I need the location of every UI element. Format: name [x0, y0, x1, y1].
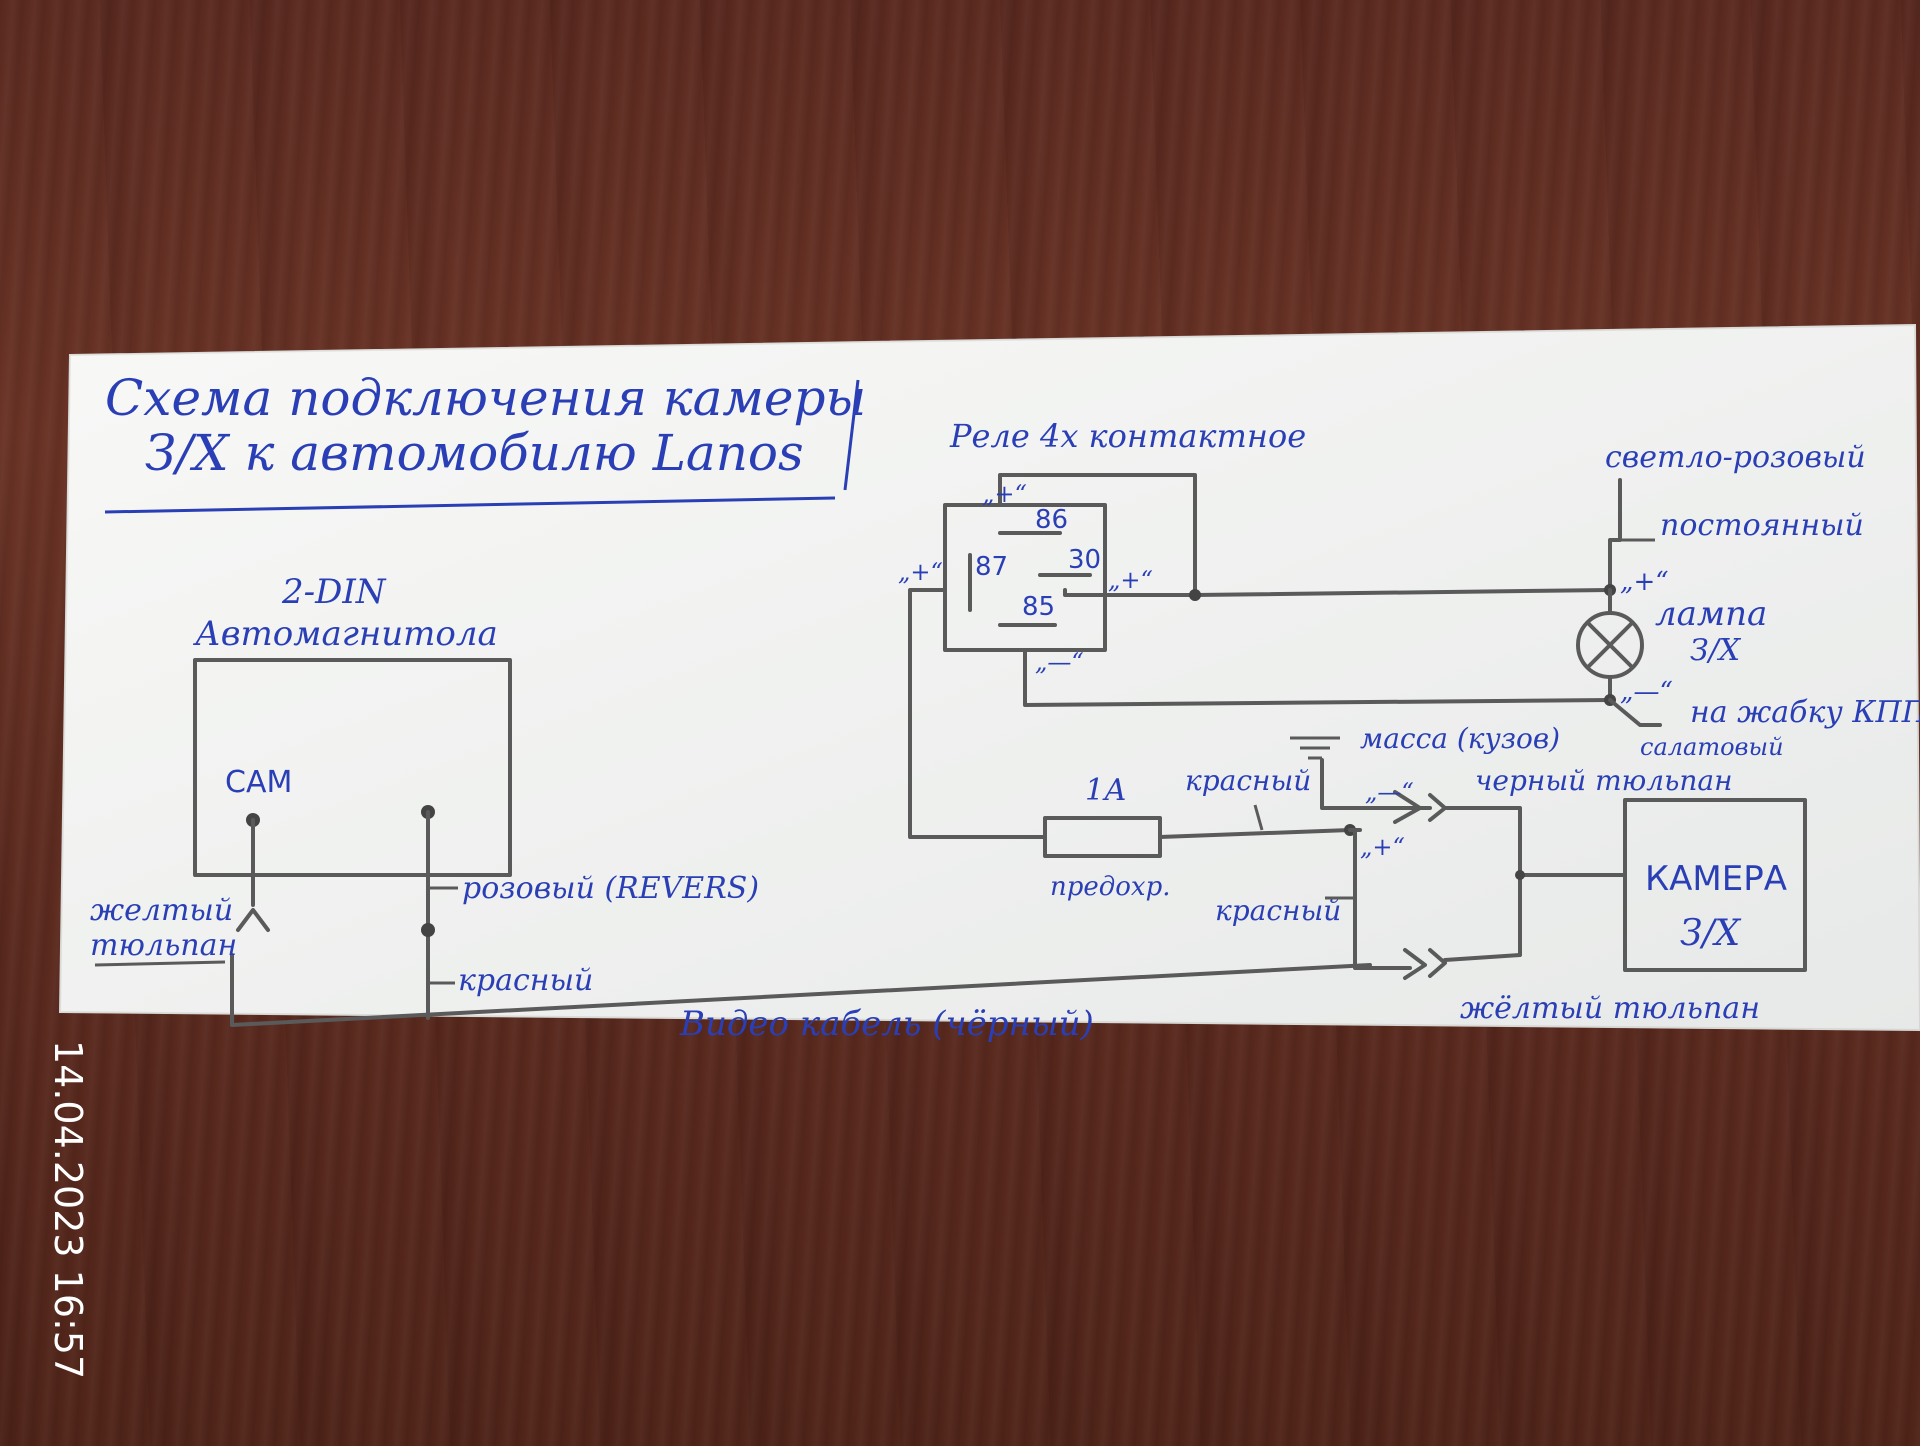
- yellow-tulip-left-connector: [236, 908, 270, 932]
- black-tulip-label: черный тюльпан: [1475, 764, 1733, 797]
- lamp-plus: „+“: [1620, 567, 1669, 597]
- yellow-tulip-left-label-2: тюльпан: [90, 928, 237, 963]
- minus-small-label: „—“: [1365, 778, 1414, 806]
- relay-plus-right: „+“: [1108, 566, 1153, 594]
- red-top-label: красный: [1185, 764, 1311, 797]
- fuse-rating: 1А: [1085, 773, 1127, 808]
- title-underline: [104, 496, 836, 514]
- pin-87: 87: [975, 552, 1008, 582]
- relay-title: Реле 4х контактное: [949, 417, 1306, 455]
- red-side-label: красный: [1215, 894, 1341, 927]
- lamp-label-2: З/Х: [1690, 633, 1742, 668]
- yellow-tulip-left-pointer: [94, 960, 226, 967]
- lamp-minus: „—“: [1620, 677, 1673, 707]
- video-cable-label: Видео кабель (чёрный): [679, 1004, 1094, 1044]
- pin-30: 30: [1068, 545, 1101, 575]
- fuse: 1А предохр. красный: [1043, 764, 1352, 902]
- head-unit-box: [193, 658, 512, 877]
- title-line-2: З/Х к автомобилю Lanos: [145, 424, 804, 482]
- yellow-tulip-right-label: жёлтый тюльпан: [1460, 991, 1760, 1026]
- title-line-1: Схема подключения камеры: [105, 369, 866, 427]
- black-tulip-connector: [1393, 790, 1422, 824]
- yellow-tulip-right-connector: [1403, 948, 1427, 980]
- fuse-label: предохр.: [1050, 872, 1170, 902]
- plus-small-label: „+“: [1360, 833, 1405, 861]
- camera-box: [1623, 798, 1807, 972]
- relay-plus-left: „+“: [898, 558, 943, 586]
- pin-85: 85: [1022, 592, 1055, 622]
- constant-label: постоянный: [1660, 508, 1864, 543]
- title-divider: [843, 379, 860, 491]
- red-unit-label: красный: [458, 963, 593, 998]
- light-pink-label: светло-розовый: [1605, 440, 1866, 475]
- cam-label: CAM: [225, 765, 292, 800]
- head-unit-label-1: 2-DIN: [281, 572, 387, 612]
- ground-symbol: масса (кузов): [1290, 722, 1560, 810]
- photo-timestamp: 14.04.2023 16:57: [46, 1040, 90, 1379]
- relay-minus: „—“: [1035, 648, 1084, 676]
- head-unit-label-2: Автомагнитола: [193, 614, 498, 654]
- pin-86: 86: [1035, 505, 1068, 535]
- relay-body: [943, 503, 1107, 652]
- pink-reverse-label: розовый (REVERS): [462, 871, 759, 906]
- relay: Реле 4х контактное 86 „+“ 87 30 „+“ 85 „…: [898, 417, 1306, 676]
- lamp-label-1: лампа: [1655, 594, 1767, 634]
- relay-plus-top: „+“: [982, 480, 1027, 508]
- ground-label: масса (кузов): [1360, 722, 1560, 755]
- title-block: Схема подключения камеры З/Х к автомобил…: [104, 369, 866, 514]
- head-unit-wiring: [94, 810, 1372, 1027]
- camera-label-1: КАМЕРА: [1645, 859, 1787, 899]
- relay-wiring: [908, 588, 1612, 839]
- tulip-connectors: „—“ „+“: [1325, 778, 1627, 980]
- yellow-tulip-left-label-1: желтый: [90, 893, 233, 928]
- camera: КАМЕРА З/Х: [1623, 798, 1807, 972]
- to-gearbox-label: на жабку КПП: [1690, 695, 1920, 730]
- salad-green-label: салатовый: [1640, 733, 1784, 761]
- camera-label-2: З/Х: [1680, 913, 1742, 954]
- head-unit: 2-DIN Автомагнитола CAM: [193, 572, 512, 877]
- reverse-lamp: „+“ „—“ лампа З/Х: [1576, 478, 1767, 727]
